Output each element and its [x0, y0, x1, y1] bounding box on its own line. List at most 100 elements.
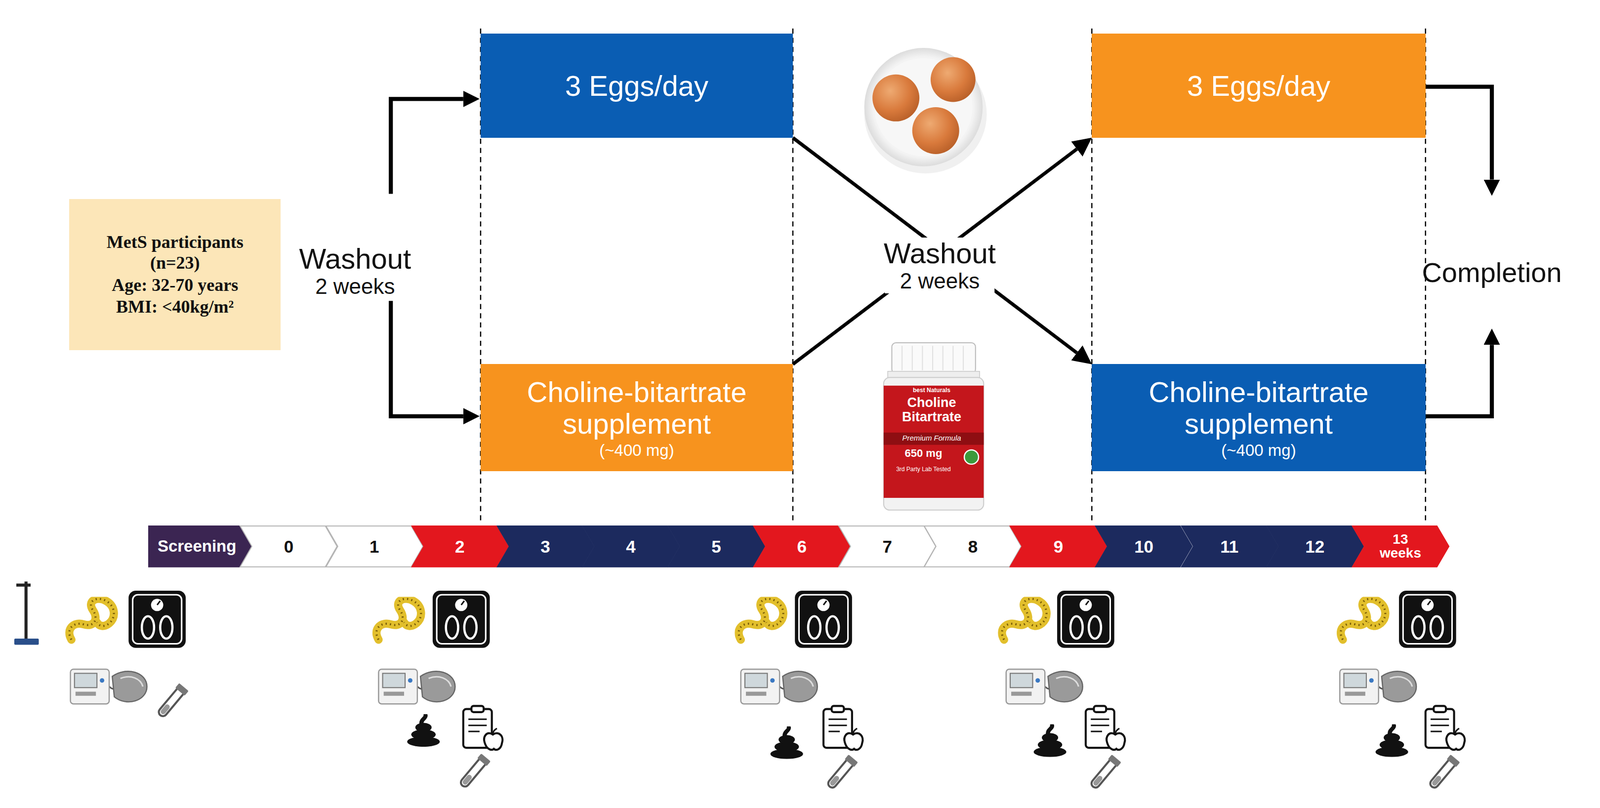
timeline-step: 5 [667, 525, 766, 568]
measurement-icons [1006, 669, 1083, 704]
measurement-icons [1398, 590, 1457, 649]
timeline-step: 3 [496, 525, 595, 568]
step-label: 13 weeks [1375, 532, 1426, 561]
step-label: 6 [796, 537, 807, 556]
timeline-step: Screening [148, 525, 253, 568]
measurement-icons [1427, 754, 1461, 791]
supplement-bottle-illustration [883, 385, 984, 498]
chevron-outline [326, 526, 423, 568]
bottle-tagline: Premium Formula [902, 434, 961, 442]
timeline-step: 2 [410, 525, 509, 568]
supplement-bottle-illustration [883, 342, 984, 511]
chevron-outline [1180, 525, 1279, 568]
step-label: 7 [882, 537, 893, 556]
chevron-outline [1094, 525, 1193, 568]
measurement-icons [1425, 705, 1465, 750]
chevron-outline [240, 526, 337, 568]
supplement-bottle-illustration [964, 450, 979, 465]
box-text: Choline-bitartrate supplement [1105, 376, 1412, 440]
timeline-step: 13 weeks [1351, 525, 1450, 568]
measurement-icons [432, 590, 491, 649]
chevron-outline [410, 525, 509, 568]
treatment-box: Choline-bitartrate supplement(~400 mg) [480, 364, 793, 472]
end-label: Completion [1421, 257, 1562, 288]
step-label: 8 [968, 537, 978, 556]
step-label: 5 [711, 537, 721, 556]
step-label: 1 [369, 537, 379, 556]
measurement-icons [463, 705, 503, 750]
measurement-icons [69, 599, 114, 641]
step-label: 4 [625, 537, 636, 556]
measurement-icons [155, 683, 189, 720]
measurement-icons [407, 715, 440, 747]
measurement-icons [378, 669, 455, 704]
timeline-step: 9 [1009, 525, 1108, 568]
flow-arrow [390, 300, 464, 416]
measurement-icons [376, 599, 421, 641]
chevron-outline [496, 525, 595, 568]
measurement-icons [1340, 599, 1386, 641]
chevron-outline [752, 525, 851, 568]
treatment-box: 3 Eggs/day [480, 33, 793, 138]
chevron-outline [667, 525, 766, 568]
egg-bowl-illustration [864, 47, 987, 174]
measurement-icons [823, 705, 863, 750]
chevron-outline [1351, 525, 1450, 568]
supplement-bottle-illustration [902, 345, 964, 371]
timeline-step: 7 [838, 525, 937, 568]
measurement-icons [14, 581, 40, 645]
box-text: (~400 mg) [599, 441, 674, 460]
box-text: Age: 32-70 years [111, 274, 239, 296]
step-label: 10 [1134, 537, 1154, 556]
phase-label: Washout [868, 237, 1011, 270]
step-label: 2 [454, 537, 465, 556]
step-label: 11 [1220, 537, 1239, 556]
timeline-step: 6 [752, 525, 851, 568]
measurement-icons [457, 753, 491, 790]
step-label: 9 [1053, 537, 1064, 556]
step-label: 0 [284, 537, 294, 556]
supplement-bottle-illustration [883, 377, 984, 511]
chevron-outline [1266, 525, 1364, 568]
box-text: Choline-bitartrate supplement [493, 376, 780, 440]
timeline-step: 12 [1266, 525, 1364, 568]
phase-label: 2 weeks [885, 269, 995, 293]
box-text: 3 Eggs/day [565, 70, 709, 102]
timeline-step: 10 [1094, 525, 1193, 568]
chevron-outline [838, 526, 936, 568]
phase-label: Washout [298, 243, 411, 275]
measurement-icons [1057, 590, 1115, 649]
timeline-step: 8 [923, 525, 1022, 568]
group-box: MetS participants (n=23)Age: 32-70 years… [69, 199, 281, 351]
measurement-icons [740, 669, 818, 704]
crossover-arrow [792, 137, 1077, 354]
box-text: MetS participants (n=23) [90, 231, 259, 274]
chevron-outline [924, 526, 1022, 568]
timeline-step: 1 [325, 525, 424, 568]
box-text: BMI: <40kg/m² [116, 296, 234, 318]
crossover-arrow [792, 149, 1077, 365]
supplement-bottle-illustration [883, 432, 984, 446]
treatment-box: Choline-bitartrate supplement(~400 mg) [1091, 364, 1426, 472]
box-text: (~400 mg) [1221, 441, 1296, 460]
measurement-icons [1339, 669, 1417, 704]
egg-bowl-illustration [872, 74, 920, 122]
chevron-outline [1009, 525, 1108, 568]
measurement-icons [794, 590, 853, 649]
egg-bowl-illustration [930, 57, 976, 103]
period-divider [480, 28, 1426, 523]
supplement-bottle-illustration [891, 342, 976, 374]
measurement-icons [1001, 599, 1047, 641]
measurement-icons [14, 581, 1465, 791]
treatment-box: 3 Eggs/day [1091, 33, 1426, 138]
step-label: 3 [540, 537, 550, 556]
flow-arrow [1425, 86, 1492, 180]
measurement-icons [1033, 725, 1067, 758]
bottle-product-name: Choline Bitartrate [884, 395, 979, 424]
bottle-note: 3rd Party Lab Tested [896, 466, 951, 473]
measurement-icons [1375, 725, 1409, 758]
measurement-icons [738, 599, 783, 641]
measurement-icons [824, 754, 859, 791]
chevron-outline [581, 525, 680, 568]
